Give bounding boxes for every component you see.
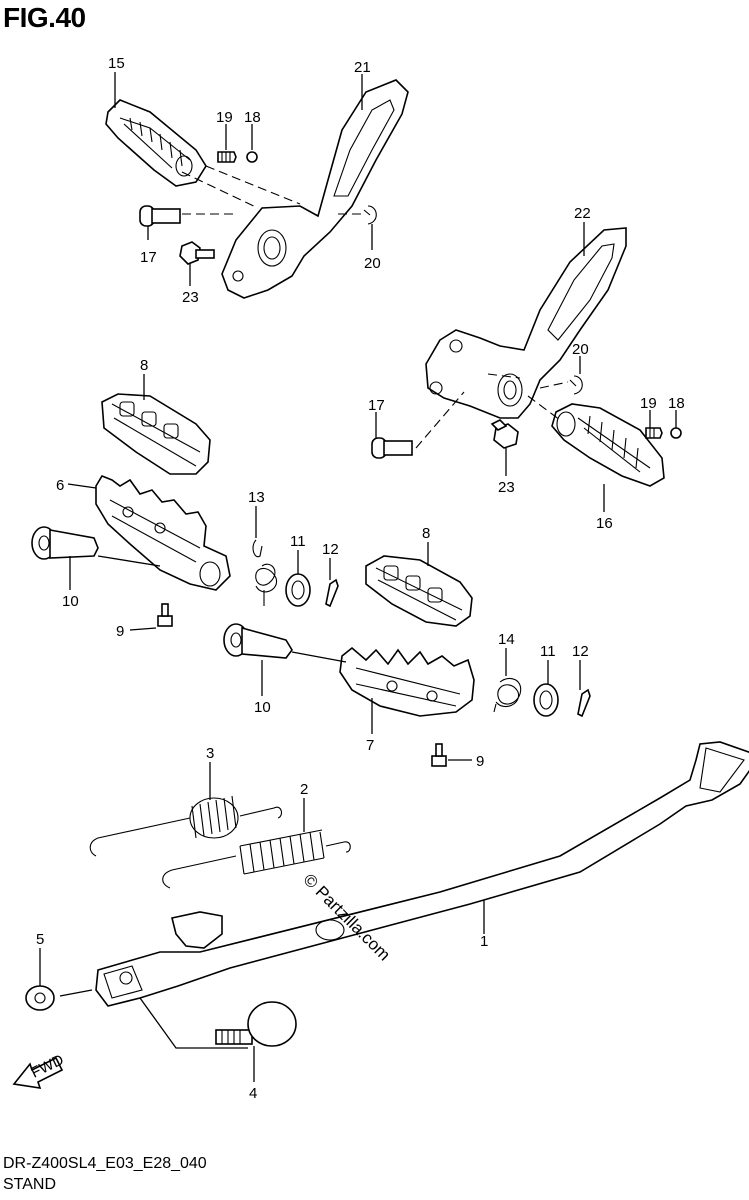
callout-11: 11	[290, 533, 306, 550]
callout-23: 23	[182, 289, 199, 306]
callout-3: 3	[206, 745, 214, 762]
clip-20-lower	[569, 375, 583, 395]
callout-6: 6	[56, 477, 64, 494]
spring-14	[493, 677, 522, 713]
cotter-pin-12-right	[577, 688, 591, 718]
callout-1: 1	[480, 933, 488, 950]
callout-14: 14	[498, 631, 515, 648]
footrest-bracket-22	[425, 227, 627, 419]
washer-11-left	[285, 573, 311, 607]
pin-10-right	[223, 623, 293, 659]
callout-2: 2	[300, 781, 308, 798]
rubber-8-left	[101, 393, 211, 475]
footrest-16	[551, 403, 665, 487]
spring-13	[252, 539, 278, 606]
bolt-4	[215, 1001, 297, 1047]
washer-11-right	[533, 683, 559, 717]
callout-19: 19	[640, 395, 657, 412]
clip-18-lower	[670, 427, 682, 439]
callout-11: 11	[540, 643, 556, 660]
callout-23: 23	[498, 479, 515, 496]
section-name: STAND	[3, 1176, 57, 1193]
model-code: DR-Z400SL4_E03_E28_040	[3, 1155, 207, 1172]
fwd-arrow-icon: FWD	[12, 1051, 67, 1089]
callout-21: 21	[354, 59, 371, 76]
callout-8: 8	[140, 357, 148, 374]
pin-17-upper	[139, 205, 181, 227]
callout-16: 16	[596, 515, 613, 532]
callout-4: 4	[249, 1085, 257, 1102]
callout-8: 8	[422, 525, 430, 542]
callout-5: 5	[36, 931, 44, 948]
footrest-bracket-21	[221, 79, 409, 299]
callout-17: 17	[368, 397, 385, 414]
callout-10: 10	[254, 699, 271, 716]
clip-18-upper	[246, 151, 258, 163]
bolt-9-right	[431, 743, 447, 767]
leader-lines	[39, 72, 677, 1082]
callout-12: 12	[322, 541, 339, 558]
pin-10-left	[31, 526, 99, 560]
bolt-9-left	[157, 603, 173, 627]
side-stand-1	[95, 741, 749, 1007]
spring-2	[162, 829, 351, 889]
bolt-23-upper	[179, 241, 215, 265]
callout-9: 9	[476, 753, 484, 770]
bolt-23-lower	[490, 419, 519, 449]
foot-peg-7	[339, 646, 475, 717]
foot-peg-6	[95, 475, 231, 591]
pin-19-lower	[645, 427, 663, 439]
callout-10: 10	[62, 593, 79, 610]
pin-17-lower	[371, 437, 413, 459]
fig-title: FIG.40	[3, 2, 86, 33]
cotter-pin-12-left	[325, 578, 339, 608]
callout-17: 17	[140, 249, 157, 266]
callout-22: 22	[574, 205, 591, 222]
callout-18: 18	[668, 395, 685, 412]
nut-5	[25, 985, 55, 1011]
callouts: 15 21 19 18 17 20 23 22 20 17 19 18 23 1…	[36, 55, 685, 1102]
callout-19: 19	[216, 109, 233, 126]
rubber-8-right	[365, 555, 473, 627]
footrest-15	[105, 99, 207, 187]
callout-9: 9	[116, 623, 124, 640]
callout-12: 12	[572, 643, 589, 660]
spring-3	[89, 795, 283, 857]
callout-7: 7	[366, 737, 374, 754]
callout-18: 18	[244, 109, 261, 126]
callout-15: 15	[108, 55, 125, 72]
callout-13: 13	[248, 489, 265, 506]
callout-20: 20	[364, 255, 381, 272]
pin-19-upper	[217, 151, 237, 163]
clip-20-upper	[363, 205, 377, 225]
callout-20: 20	[572, 341, 589, 358]
